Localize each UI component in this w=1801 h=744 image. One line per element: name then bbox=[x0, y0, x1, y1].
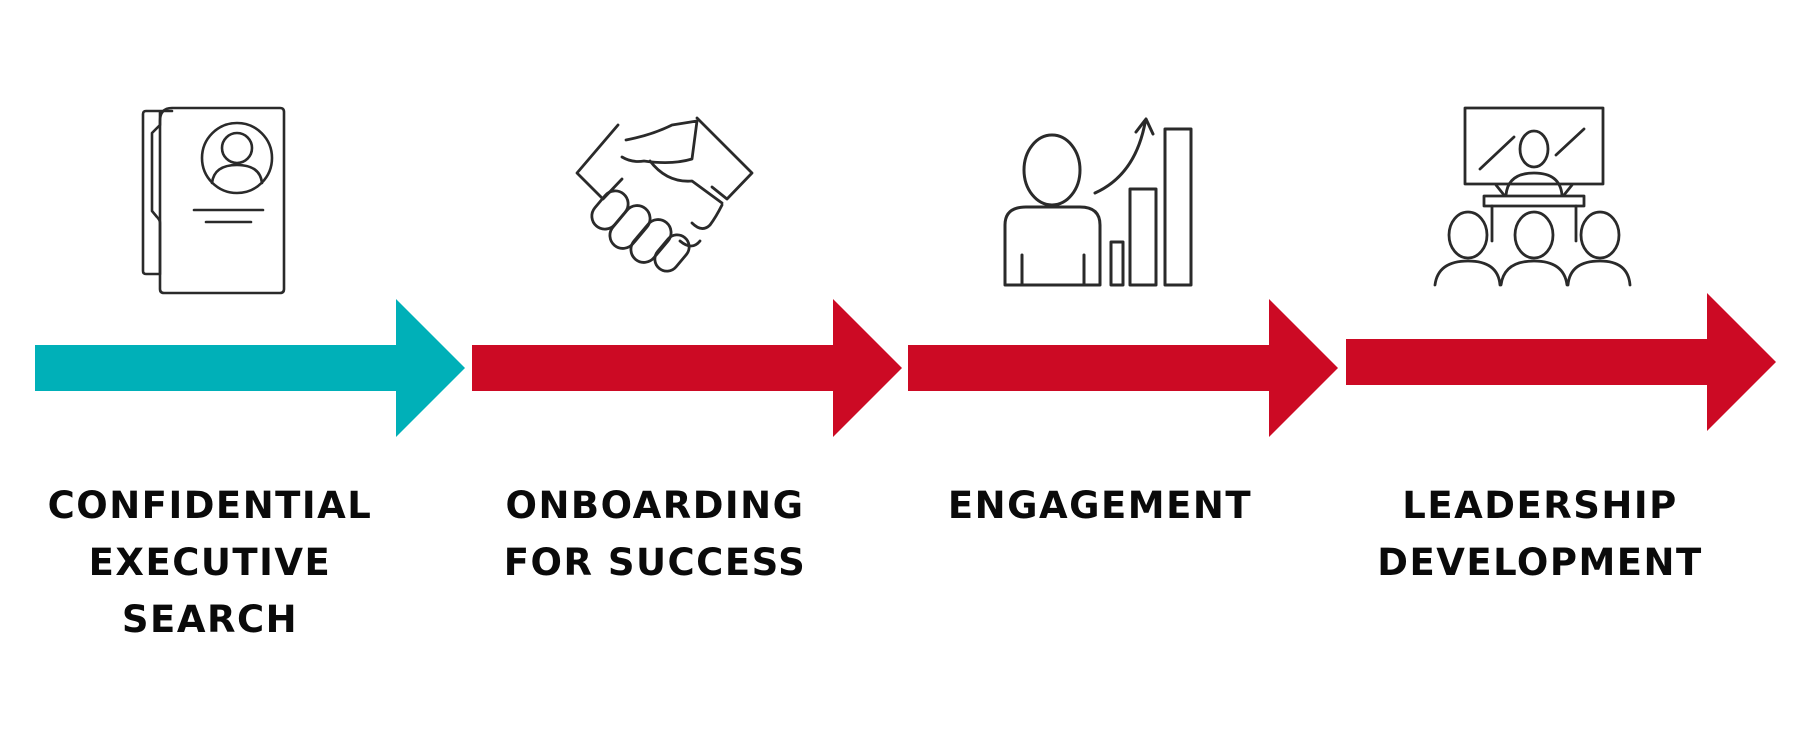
step-arrow-1 bbox=[35, 299, 467, 437]
step-label-2: ONBOARDING FOR SUCCESS bbox=[503, 484, 807, 584]
handshake-icon bbox=[572, 113, 757, 288]
arrow-shape bbox=[35, 299, 465, 437]
step-arrow-2 bbox=[472, 299, 904, 437]
arrow-shape bbox=[472, 299, 902, 437]
step-arrow-4 bbox=[1346, 293, 1778, 431]
step-label-4: LEADERSHIP DEVELOPMENT bbox=[1377, 484, 1703, 584]
arrow-shape bbox=[1346, 293, 1776, 431]
step-label-1: CONFIDENTIAL EXECUTIVE SEARCH bbox=[47, 484, 373, 641]
step-arrow-3 bbox=[908, 299, 1340, 437]
resume-folder-icon bbox=[138, 103, 288, 298]
presentation-audience-icon bbox=[1432, 103, 1632, 288]
step-label-3: ENGAGEMENT bbox=[947, 484, 1253, 527]
person-growth-chart-icon bbox=[1000, 115, 1200, 290]
arrow-shape bbox=[908, 299, 1338, 437]
